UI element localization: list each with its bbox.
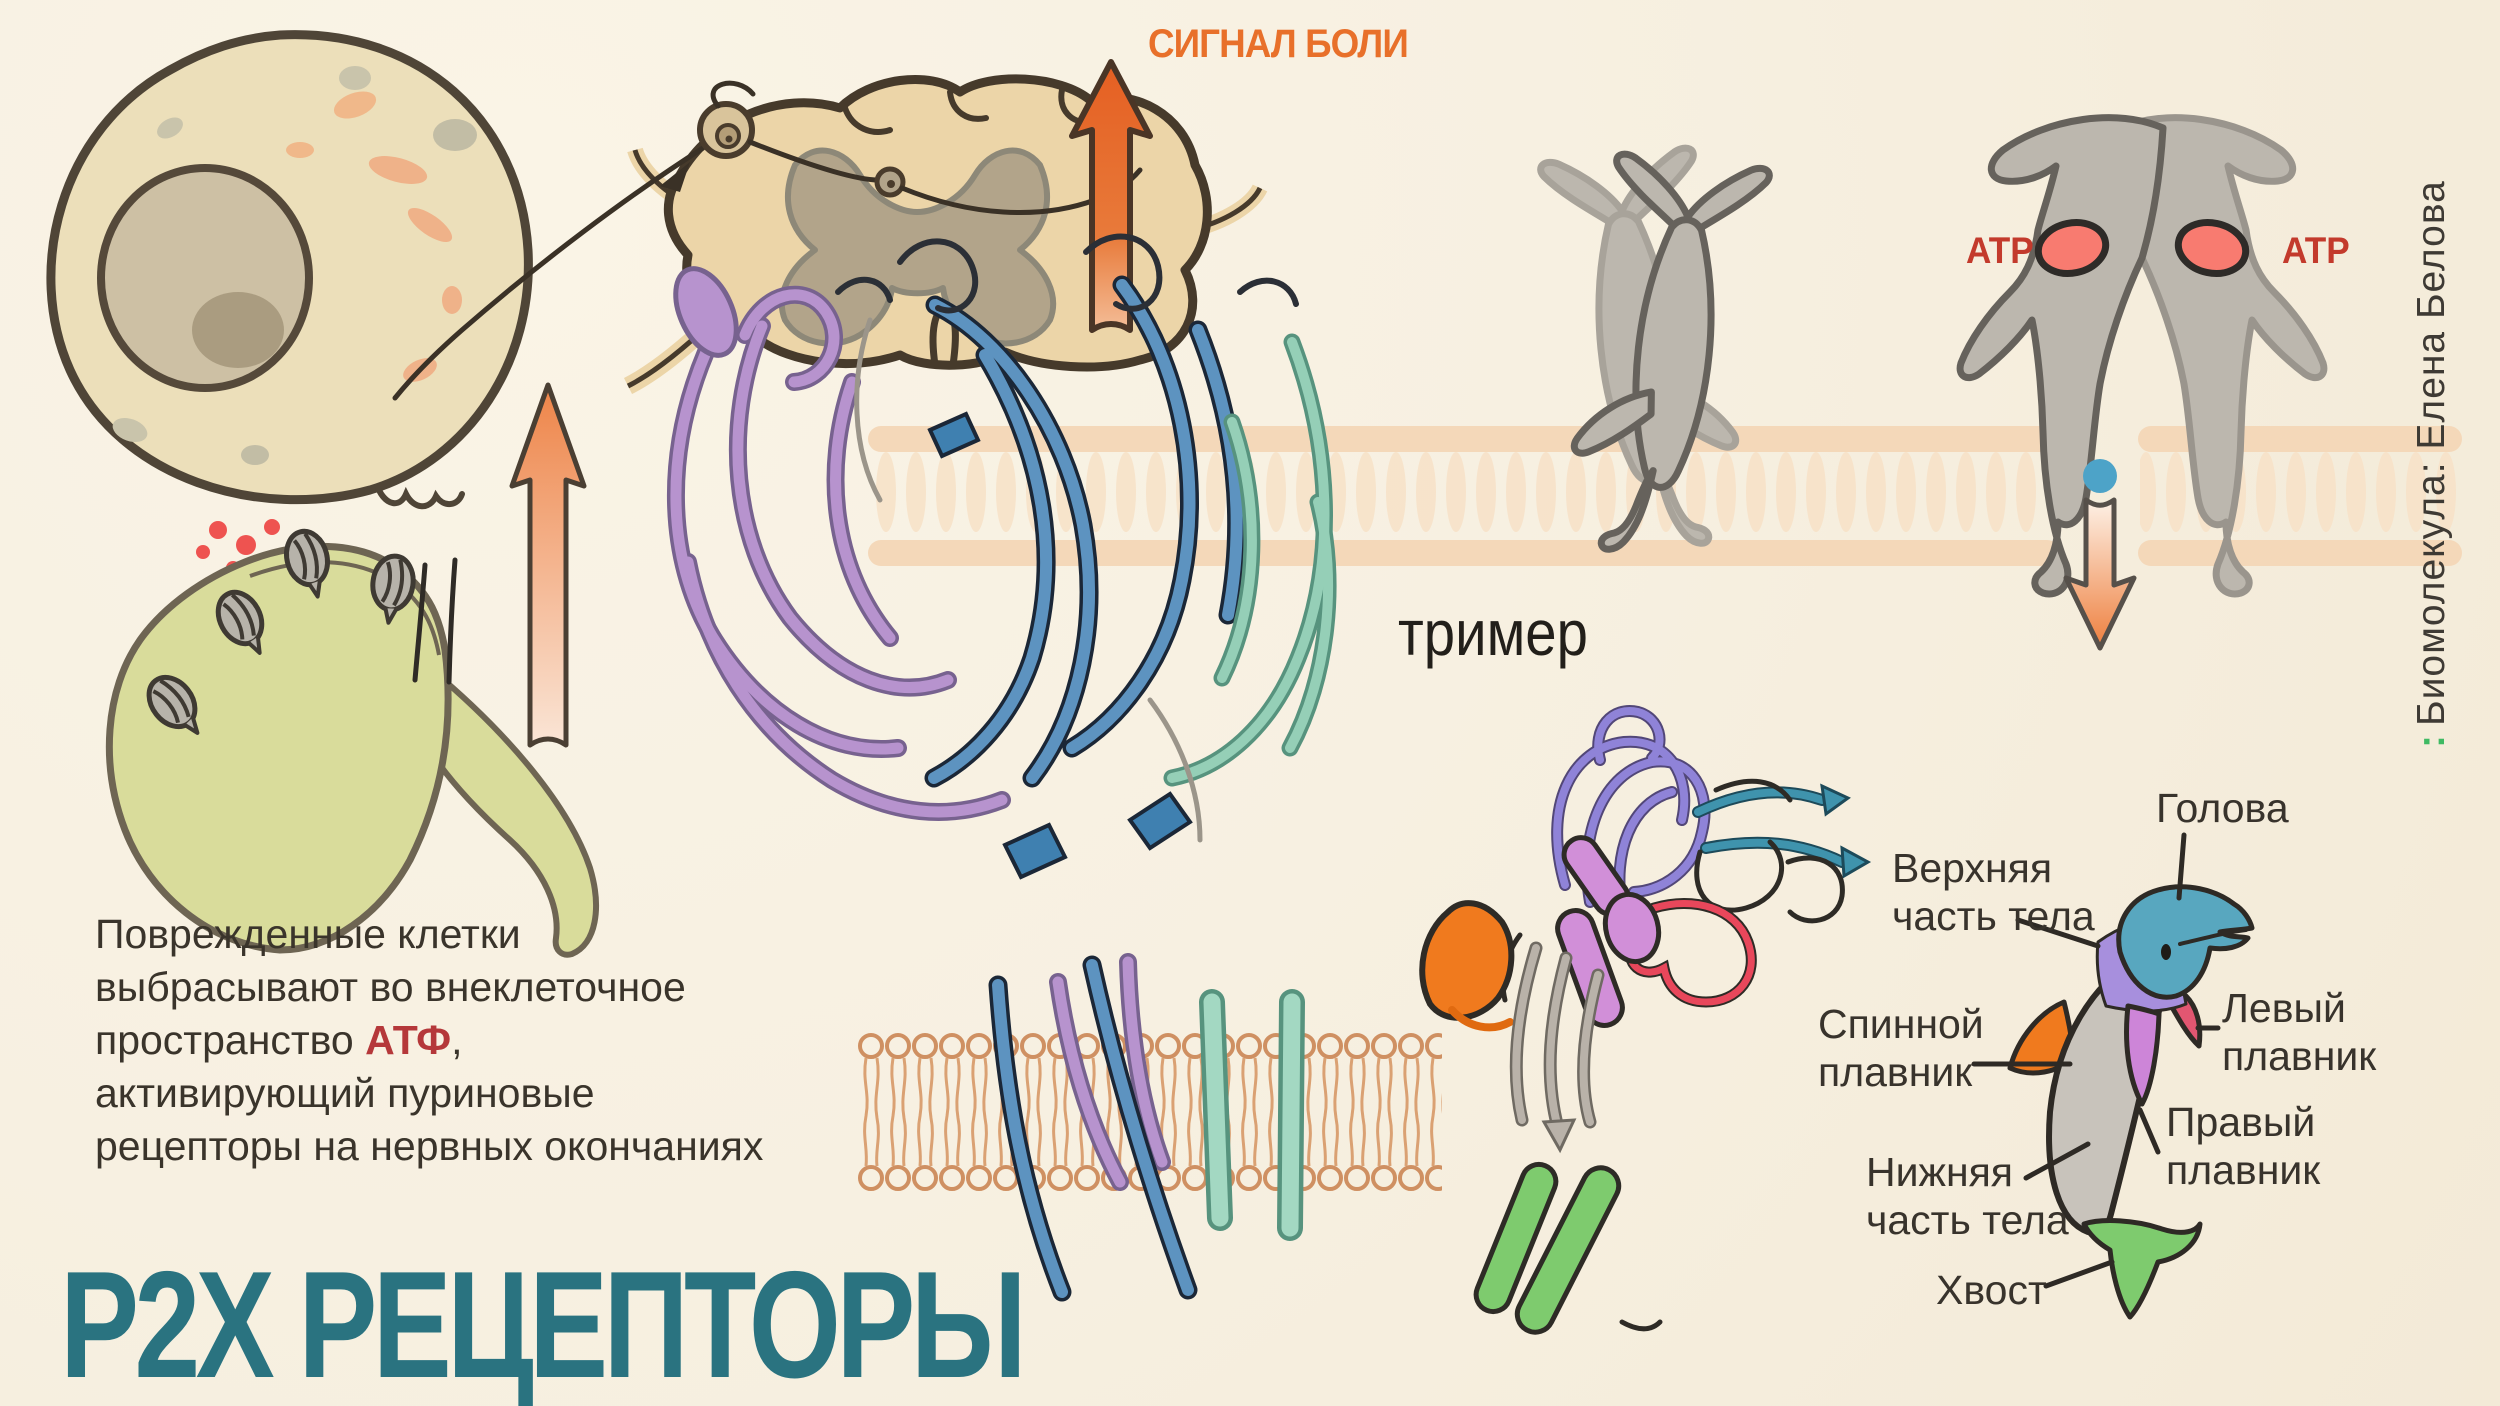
- label-head: Голова: [2156, 785, 2289, 831]
- anatomy-leader-lines: [1971, 832, 2221, 1289]
- dolphin-tail-shape: [2081, 1218, 2203, 1320]
- label-right-fin: Правый плавник: [2166, 1099, 2321, 1193]
- cell-membrane-band: [868, 426, 2462, 566]
- label-lower-body: Нижняя часть тела: [1866, 1149, 2069, 1243]
- biomolecula-logo-colon: :: [2410, 734, 2453, 748]
- ion-flow-down-arrow: [2063, 497, 2137, 651]
- pain-signal-label: СИГНАЛ БОЛИ: [1148, 22, 1409, 66]
- release-up-arrow: [509, 382, 587, 748]
- paragraph-line: рецепторы на нервных окончаниях: [95, 1123, 764, 1169]
- paragraph-line: пространство АТФ,: [95, 1017, 463, 1063]
- trimer-label: тример: [1398, 597, 1588, 669]
- description-paragraph: Поврежденные клетки выбрасывают во внекл…: [95, 908, 763, 1173]
- nerve-ending-illustration: [105, 527, 599, 958]
- label-left-fin: Левый плавник: [2222, 985, 2377, 1079]
- atp-binding-site-left: [2034, 219, 2110, 277]
- page-title: P2X РЕЦЕПТОРЫ: [60, 1240, 1027, 1406]
- pain-signal-arrow: [1069, 59, 1153, 333]
- label-upper-body: Верхняя часть тела: [1892, 845, 2095, 939]
- credit-text: Биомолекула: Елена Белова: [2410, 180, 2453, 726]
- trimer-structure: [667, 233, 1337, 1302]
- dolphin-right-fin-shape: [2124, 1003, 2162, 1107]
- paragraph-line: Поврежденные клетки: [95, 911, 521, 957]
- dolphin-anatomy-figure: [1971, 832, 2255, 1320]
- atp-label-left: ATP: [1966, 230, 2034, 271]
- receptor-open-dolphins: [1960, 118, 2324, 651]
- atp-binding-site-right: [2174, 219, 2250, 277]
- damaged-cell-illustration: [46, 30, 533, 510]
- atp-label-right: ATP: [2282, 230, 2350, 271]
- paragraph-line: активирующий пуриновые: [95, 1070, 595, 1116]
- atp-highlight: АТФ: [365, 1017, 452, 1063]
- ion-dot: [2083, 459, 2117, 493]
- dolphin-eye: [2161, 944, 2171, 960]
- paragraph-line: выбрасывают во внеклеточное: [95, 964, 686, 1010]
- credit-byline: : Биомолекула: Елена Белова: [2410, 180, 2454, 748]
- label-tail: Хвост: [1936, 1267, 2047, 1313]
- label-dorsal-fin: Спинной плавник: [1818, 1001, 1984, 1095]
- subunit-structure: [1419, 705, 1872, 1335]
